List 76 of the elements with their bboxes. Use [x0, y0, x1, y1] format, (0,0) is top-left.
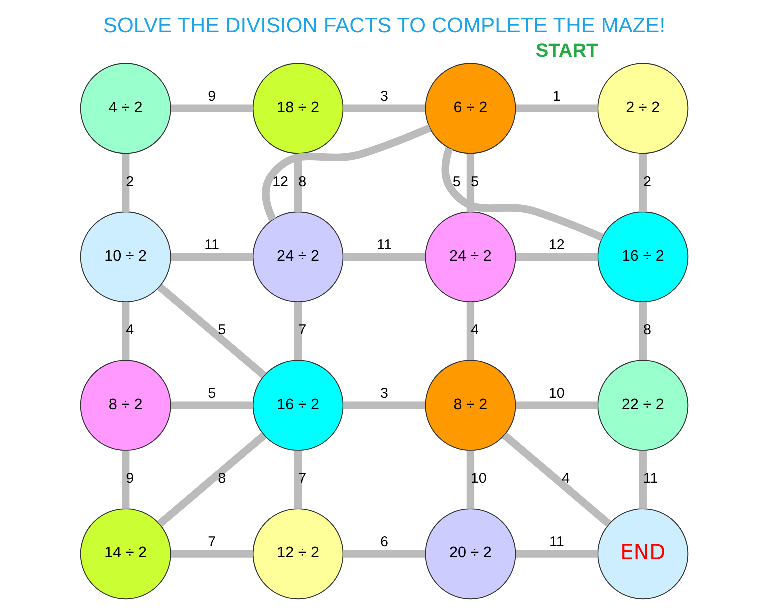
node-circle: 18 ÷ 2: [252, 63, 344, 154]
node-circle: 6 ÷ 2: [424, 63, 516, 154]
edge-label: 11: [204, 237, 220, 254]
connector: [122, 302, 130, 360]
edge-label: 12: [548, 237, 564, 254]
connector: [516, 402, 598, 410]
edge-label: 4: [562, 471, 570, 488]
edge-label: 8: [642, 322, 651, 339]
connector: [516, 550, 598, 558]
node-circle: END: [597, 508, 688, 600]
node-circle: 16 ÷ 2: [597, 212, 688, 303]
node-circle: 12 ÷ 2: [252, 508, 344, 600]
edge-label: 4: [470, 322, 479, 339]
node-circle: 14 ÷ 2: [80, 508, 171, 600]
edge-label: 11: [642, 471, 658, 488]
node-circle: 8 ÷ 2: [80, 360, 171, 452]
edge-label: 2: [126, 174, 134, 190]
edge-label: 5: [218, 322, 226, 339]
connector: [516, 104, 598, 112]
connector: [466, 302, 474, 360]
connector: [122, 450, 130, 509]
connector: [638, 450, 646, 509]
connector: [294, 302, 302, 360]
edge-label: 7: [208, 534, 216, 550]
connector: [638, 154, 646, 212]
connector: [170, 253, 252, 261]
diagram-title: SOLVE THE DIVISION FACTS TO COMPLETE THE MAZE!: [102, 14, 666, 38]
connector: [156, 284, 266, 379]
edge-label: 9: [208, 88, 216, 105]
node-circle: 20 ÷ 2: [424, 508, 516, 600]
connector: [262, 124, 432, 222]
edge-label: 7: [298, 471, 306, 488]
connector: [156, 432, 266, 528]
node-circle: 24 ÷ 2: [252, 212, 344, 303]
edge-label: 1: [552, 88, 560, 105]
edge-label: 5: [452, 174, 460, 190]
connector: [343, 104, 425, 112]
edge-label: 12: [272, 174, 288, 190]
edge-label: 9: [126, 471, 134, 488]
connector: [170, 104, 252, 112]
node-circle: 2 ÷ 2: [597, 63, 688, 154]
node-circle: 8 ÷ 2: [424, 360, 516, 452]
connector: [294, 450, 302, 509]
edge-label: 6: [380, 534, 388, 550]
edge-label: 11: [548, 534, 564, 550]
connector: [638, 302, 646, 360]
edge-label: 3: [380, 88, 388, 105]
edge-label: 5: [470, 174, 479, 190]
node-circle: 4 ÷ 2: [80, 63, 171, 154]
edge-label: 4: [126, 322, 134, 339]
edge-label: 11: [376, 237, 392, 254]
connector: [294, 154, 302, 212]
node-circle: 24 ÷ 2: [424, 212, 516, 303]
node-circle: 10 ÷ 2: [80, 212, 171, 303]
node-label: START: [535, 40, 598, 62]
edge-label: 10: [548, 386, 564, 402]
connector: [343, 402, 425, 410]
edge-label: 10: [470, 471, 486, 488]
connector: [122, 154, 130, 212]
connector: [466, 154, 474, 212]
connector: [343, 550, 425, 558]
edge-label: 8: [298, 174, 306, 190]
connector: [502, 432, 612, 528]
connector: [516, 253, 598, 261]
edge-label: 3: [380, 386, 388, 402]
node-circle: 16 ÷ 2: [252, 360, 344, 452]
node-circle: 22 ÷ 2: [597, 360, 688, 452]
connector: [466, 450, 474, 509]
connector: [170, 550, 252, 558]
connector: [343, 253, 425, 261]
edge-label: 2: [642, 174, 651, 190]
connector: [170, 402, 252, 410]
edge-label: 7: [298, 322, 306, 339]
edge-label: 5: [208, 386, 216, 402]
connector: [441, 148, 604, 242]
edge-label: 8: [218, 471, 226, 488]
